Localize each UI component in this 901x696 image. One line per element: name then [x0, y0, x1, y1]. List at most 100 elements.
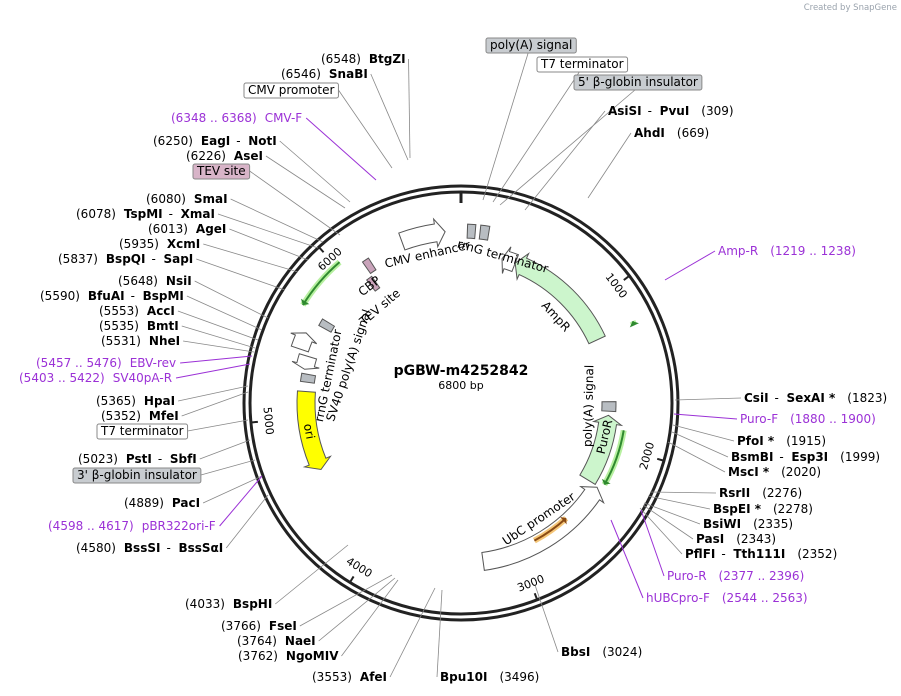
primer-name: CMV-F — [265, 111, 303, 125]
label-xcmi: (5935)XcmI — [119, 237, 200, 251]
leader-line — [534, 584, 559, 653]
label-pfoi: PfoI *(1915) — [737, 434, 826, 448]
bp-tick — [349, 575, 355, 583]
site-position: (4889) — [124, 496, 164, 510]
label-bspei: BspEI *(2278) — [713, 502, 813, 516]
site-separator: - — [169, 207, 173, 221]
primer-name: hUBCpro-F — [646, 591, 710, 605]
primer-position: (2544 .. 2563) — [722, 591, 808, 605]
leader-line — [338, 89, 393, 169]
site-separator: - — [166, 541, 170, 555]
label-snabi: (6546) SnaBI — [281, 67, 368, 81]
leader-line — [187, 419, 249, 432]
site-position: (6013) — [148, 222, 188, 236]
primer-position: (4598 .. 4617) — [48, 519, 134, 533]
feature-cbp — [361, 257, 377, 275]
leader-line — [175, 363, 251, 379]
bp-tick-label: 3000 — [515, 572, 546, 594]
feature-name: TEV site — [196, 164, 246, 178]
leader-line — [181, 391, 249, 417]
label-btgzi: (6548)BtgZI — [321, 52, 406, 66]
site-name-2: BssSαI — [178, 541, 223, 555]
label-nsii: (5648)NsiI — [118, 274, 192, 288]
site-position: (6226) — [186, 149, 226, 163]
label-bsphi: (4033)BspHI — [185, 597, 272, 611]
site-name-2: Esp3I — [791, 450, 828, 464]
label-ngomiv: (3762) NgoMIV — [238, 649, 339, 663]
leader-line — [217, 213, 319, 249]
leader-lines — [175, 52, 742, 678]
site-name: SnaBI — [329, 67, 368, 81]
label-bbsi: BbsI(3024) — [561, 645, 642, 659]
site-position: (5023) — [78, 452, 118, 466]
label-pflfi: PflFI-Tth111I(2352) — [685, 547, 837, 561]
site-name: BsmBI — [731, 450, 773, 464]
site-position: (3762) — [238, 649, 278, 663]
leader-line — [649, 491, 717, 494]
leader-line — [671, 431, 729, 458]
feature-name: T7 terminator — [540, 57, 624, 71]
site-position: (2335) — [753, 517, 793, 531]
label-psti-sbfi: (5023)PstI-SbfI — [78, 452, 197, 466]
site-position: (3496) — [499, 670, 539, 684]
leader-line — [181, 325, 256, 349]
site-name: EagI — [201, 134, 230, 148]
site-position: (309) — [701, 104, 733, 118]
site-separator: - — [158, 452, 162, 466]
label-agei: (6013) AgeI — [148, 222, 226, 236]
site-position: (6546) — [281, 67, 321, 81]
feature-name-box — [192, 163, 251, 180]
label-nhei: (5531)NheI — [101, 334, 180, 348]
leader-line — [318, 577, 396, 642]
site-name: AfeI — [360, 670, 387, 684]
site-separator: - — [779, 450, 783, 464]
leader-line — [408, 58, 411, 159]
site-position: (5648) — [118, 274, 158, 288]
leader-line — [196, 258, 286, 291]
label-fsei: (3766)FseI — [221, 619, 297, 633]
primer-position: (1880 .. 1900) — [790, 412, 876, 426]
site-position: (1823) — [847, 391, 887, 405]
site-separator: - — [236, 134, 240, 148]
leader-line — [610, 519, 644, 599]
leader-line — [370, 73, 409, 161]
feature-name-box — [243, 82, 339, 99]
site-name: PasI — [696, 532, 724, 546]
primer-name: EBV-rev — [130, 356, 176, 370]
leader-line — [389, 587, 436, 678]
label-pbr322ori-f: (4598 .. 4617) pBR322ori-F — [48, 519, 216, 533]
label-csii-sexai: CsiI-SexAI *(1823) — [744, 391, 887, 405]
leader-line — [199, 439, 251, 460]
label-hubcpro-f: hUBCpro-F (2544 .. 2563) — [646, 591, 808, 605]
site-name: AhdI — [634, 126, 665, 140]
site-name: MfeI — [149, 409, 179, 423]
feature-label-ori-text: ori — [301, 422, 318, 440]
site-name-2: NotI — [248, 134, 277, 148]
site-name: NgoMIV — [286, 649, 339, 663]
label-t7-box-left: T7 terminator — [96, 423, 189, 440]
label-globin3-box: 3' β-globin insulator — [72, 467, 202, 484]
label-paci: (4889)PacI — [124, 496, 200, 510]
site-position: (2278) — [773, 502, 813, 516]
leader-line — [305, 117, 377, 181]
site-position: (3766) — [221, 619, 261, 633]
label-asei: (6226) AseI — [186, 149, 263, 163]
leader-line — [229, 228, 309, 261]
label-pasi: PasI(2343) — [696, 532, 776, 546]
primer-arc-head — [560, 516, 567, 525]
site-name: AseI — [234, 149, 263, 163]
leader-line — [647, 495, 711, 510]
site-name-2: XmaI — [181, 207, 215, 221]
site-separator: - — [151, 252, 155, 266]
primer-name: pBR322ori-F — [142, 519, 216, 533]
primer-position: (5403 .. 5422) — [19, 371, 105, 385]
site-name: RsrII — [719, 486, 750, 500]
feature-name: T7 terminator — [100, 424, 184, 438]
feature-ampr — [514, 252, 606, 345]
feature-name-box — [536, 56, 629, 73]
feature-rrng-lower — [291, 353, 320, 370]
site-position: (669) — [677, 126, 709, 140]
leader-line — [674, 397, 742, 401]
site-name: AgeI — [196, 222, 226, 236]
